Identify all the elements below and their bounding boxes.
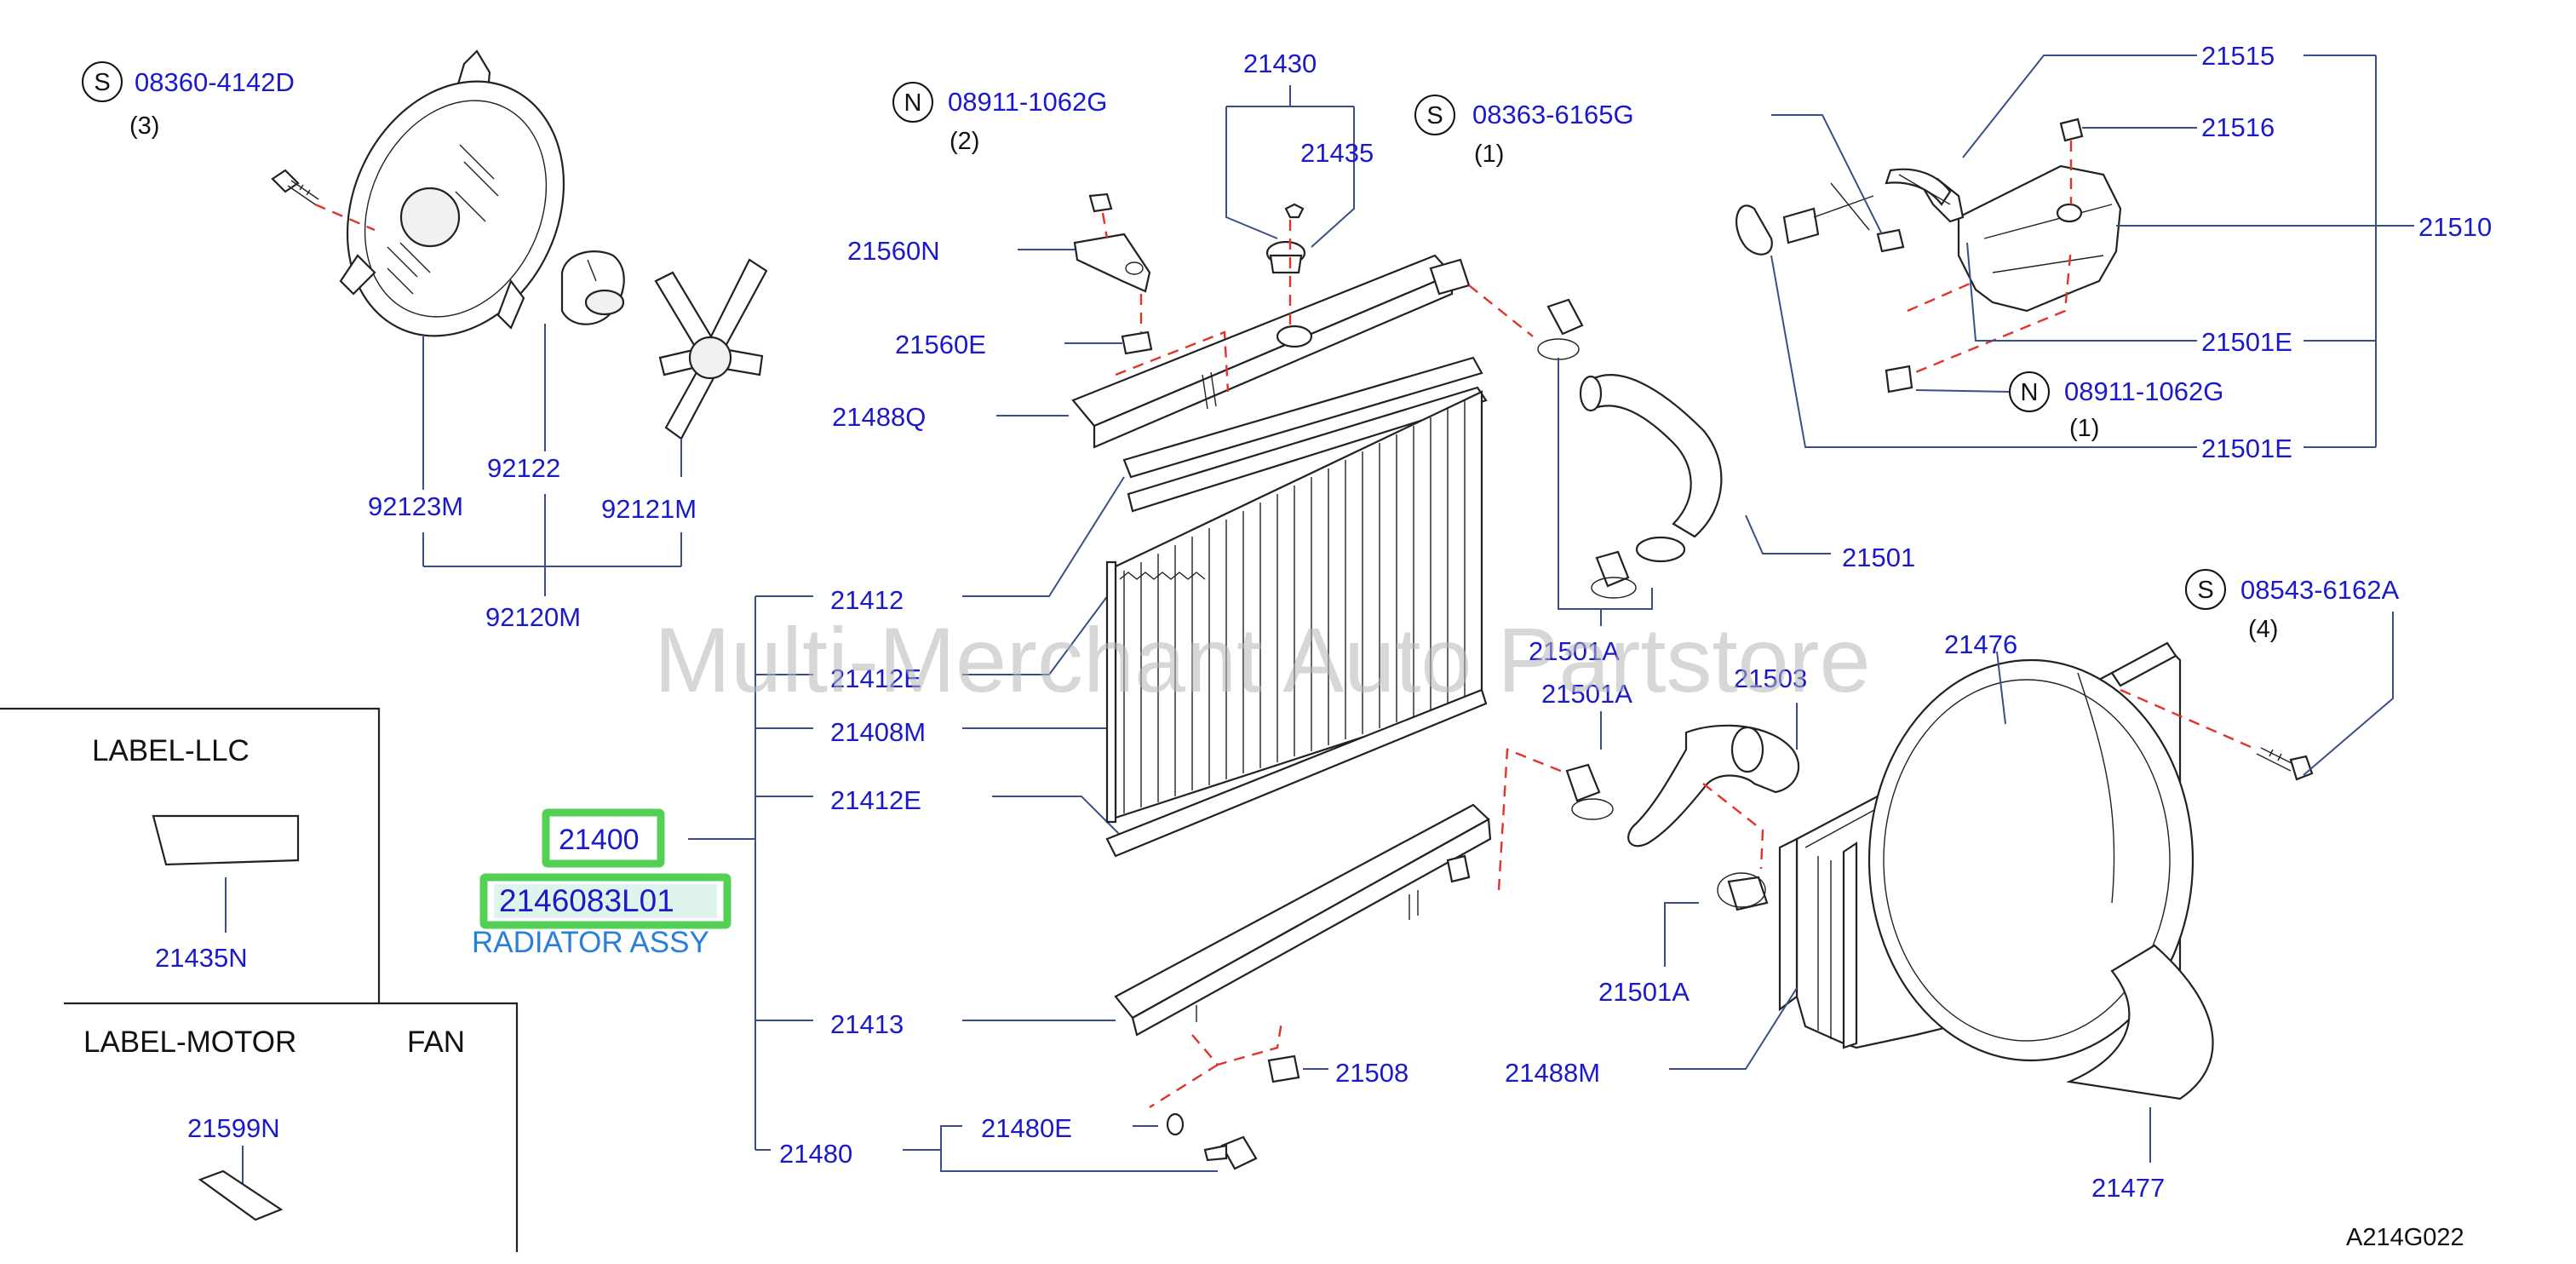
- part-label-21412E-upper[interactable]: 21412E: [830, 664, 921, 693]
- fastener-symbol: S: [1426, 102, 1443, 129]
- upper-hose-illustration: [1468, 284, 1723, 599]
- part-label-21560N[interactable]: 21560N: [847, 236, 940, 266]
- part-label-21501A-lower[interactable]: 21501A: [1598, 977, 1690, 1007]
- part-label-21408M[interactable]: 21408M: [830, 717, 926, 747]
- fastener-quantity: (1): [1474, 141, 1504, 168]
- part-label-21412E-lower[interactable]: 21412E: [830, 785, 921, 815]
- part-label-21503[interactable]: 21503: [1734, 664, 1807, 693]
- part-label-21476[interactable]: 21476: [1944, 629, 2017, 659]
- fastener-code-label[interactable]: 08363-6165G: [1472, 100, 1634, 129]
- bracket-illustration: [1073, 192, 1230, 410]
- fastener-symbol: N: [904, 89, 922, 117]
- shroud-bolt-illustration: [2120, 688, 2314, 781]
- label-llc-box: LABEL-LLC 21435N: [0, 707, 381, 1003]
- fastener-code-label[interactable]: 08543-6162A: [2240, 575, 2399, 605]
- fan-bolt-illustration: [271, 169, 319, 205]
- fastener-code-label[interactable]: 08911-1062G: [948, 87, 1107, 117]
- selected-part-code[interactable]: 2146083L01: [499, 883, 674, 918]
- fastener-08543-6162A[interactable]: S 08543-6162A (4): [2185, 569, 2399, 643]
- part-label-21501[interactable]: 21501: [1842, 543, 1915, 572]
- fastener-symbol: S: [2197, 577, 2213, 604]
- part-label-21501E-upper[interactable]: 21501E: [2201, 327, 2292, 357]
- fastener-quantity: (2): [950, 128, 979, 155]
- part-label-21488M[interactable]: 21488M: [1505, 1058, 1600, 1088]
- part-label-21430[interactable]: 21430: [1243, 49, 1317, 78]
- fastener-08363-6165G[interactable]: S 08363-6165G (1): [1414, 95, 1634, 168]
- fastener-symbol: N: [2021, 379, 2039, 406]
- label-motor-title-fan: FAN: [407, 1026, 465, 1059]
- part-label-21501A-middle[interactable]: 21501A: [1541, 679, 1632, 709]
- fan-blade-illustration: [654, 258, 768, 440]
- fastener-quantity: (4): [2248, 616, 2278, 643]
- radiator-assy-highlight[interactable]: 21400 2146083L01 RADIATOR ASSY: [472, 808, 731, 959]
- part-label-21515[interactable]: 21515: [2201, 41, 2275, 71]
- part-label-21412[interactable]: 21412: [830, 585, 904, 615]
- part-label-92123M[interactable]: 92123M: [368, 491, 463, 521]
- watermark-text: Multi-Merchant Auto Partstore: [654, 608, 1871, 711]
- part-label-21516[interactable]: 21516: [2201, 112, 2275, 142]
- part-description: RADIATOR ASSY: [472, 926, 709, 959]
- part-label-21508[interactable]: 21508: [1335, 1058, 1408, 1088]
- part-label-21501E-lower[interactable]: 21501E: [2201, 434, 2292, 463]
- diagram-code: A214G022: [2346, 1224, 2464, 1251]
- fan-shroud-illustration: [339, 49, 565, 337]
- part-label-21510[interactable]: 21510: [2418, 212, 2492, 242]
- part-label-21413[interactable]: 21413: [830, 1009, 904, 1039]
- label-motor-title: LABEL-MOTOR: [83, 1026, 296, 1059]
- part-label-92121M[interactable]: 92121M: [601, 494, 697, 524]
- fastener-code-label[interactable]: 08911-1062G: [2064, 376, 2223, 406]
- fastener-quantity: (3): [129, 112, 159, 140]
- fan-shroud-housing-illustration: [1778, 641, 2214, 1100]
- fastener-symbol: S: [94, 69, 110, 96]
- part-label-21599N[interactable]: 21599N: [187, 1113, 280, 1143]
- part-label-21480E[interactable]: 21480E: [981, 1113, 1072, 1143]
- part-label-21480[interactable]: 21480: [779, 1139, 852, 1169]
- fastener-quantity: (1): [2069, 415, 2099, 442]
- part-label-21435N[interactable]: 21435N: [155, 943, 248, 973]
- lower-hose-illustration: [1497, 724, 1800, 911]
- part-label-21501A-upper[interactable]: 21501A: [1529, 636, 1620, 666]
- part-label-92122[interactable]: 92122: [487, 453, 560, 483]
- highlight-part-number[interactable]: 21400: [559, 824, 640, 856]
- fastener-08911-1062G-upper[interactable]: N 08911-1062G (2): [892, 82, 1107, 155]
- fan-motor-illustration: [560, 250, 625, 325]
- part-label-21560E[interactable]: 21560E: [895, 330, 986, 359]
- fastener-08360-4142D[interactable]: S 08360-4142D (3): [82, 61, 295, 140]
- reservoir-tank-illustration: [1736, 118, 2122, 394]
- part-label-21435[interactable]: 21435: [1300, 138, 1374, 168]
- fastener-code-label[interactable]: 08360-4142D: [135, 67, 295, 97]
- label-llc-title: LABEL-LLC: [92, 734, 250, 767]
- fastener-08911-1062G-lower[interactable]: N 08911-1062G (1): [1915, 371, 2223, 442]
- part-label-92120M[interactable]: 92120M: [485, 602, 581, 632]
- part-label-21477[interactable]: 21477: [2091, 1173, 2165, 1203]
- radiator-core-illustration: [1071, 203, 1488, 858]
- part-label-21488Q[interactable]: 21488Q: [832, 402, 926, 432]
- drain-cock-illustration: [1149, 1021, 1300, 1170]
- label-motor-fan-box: LABEL-MOTOR FAN 21599N: [64, 1002, 519, 1252]
- lower-tank-illustration: [1114, 803, 1492, 1037]
